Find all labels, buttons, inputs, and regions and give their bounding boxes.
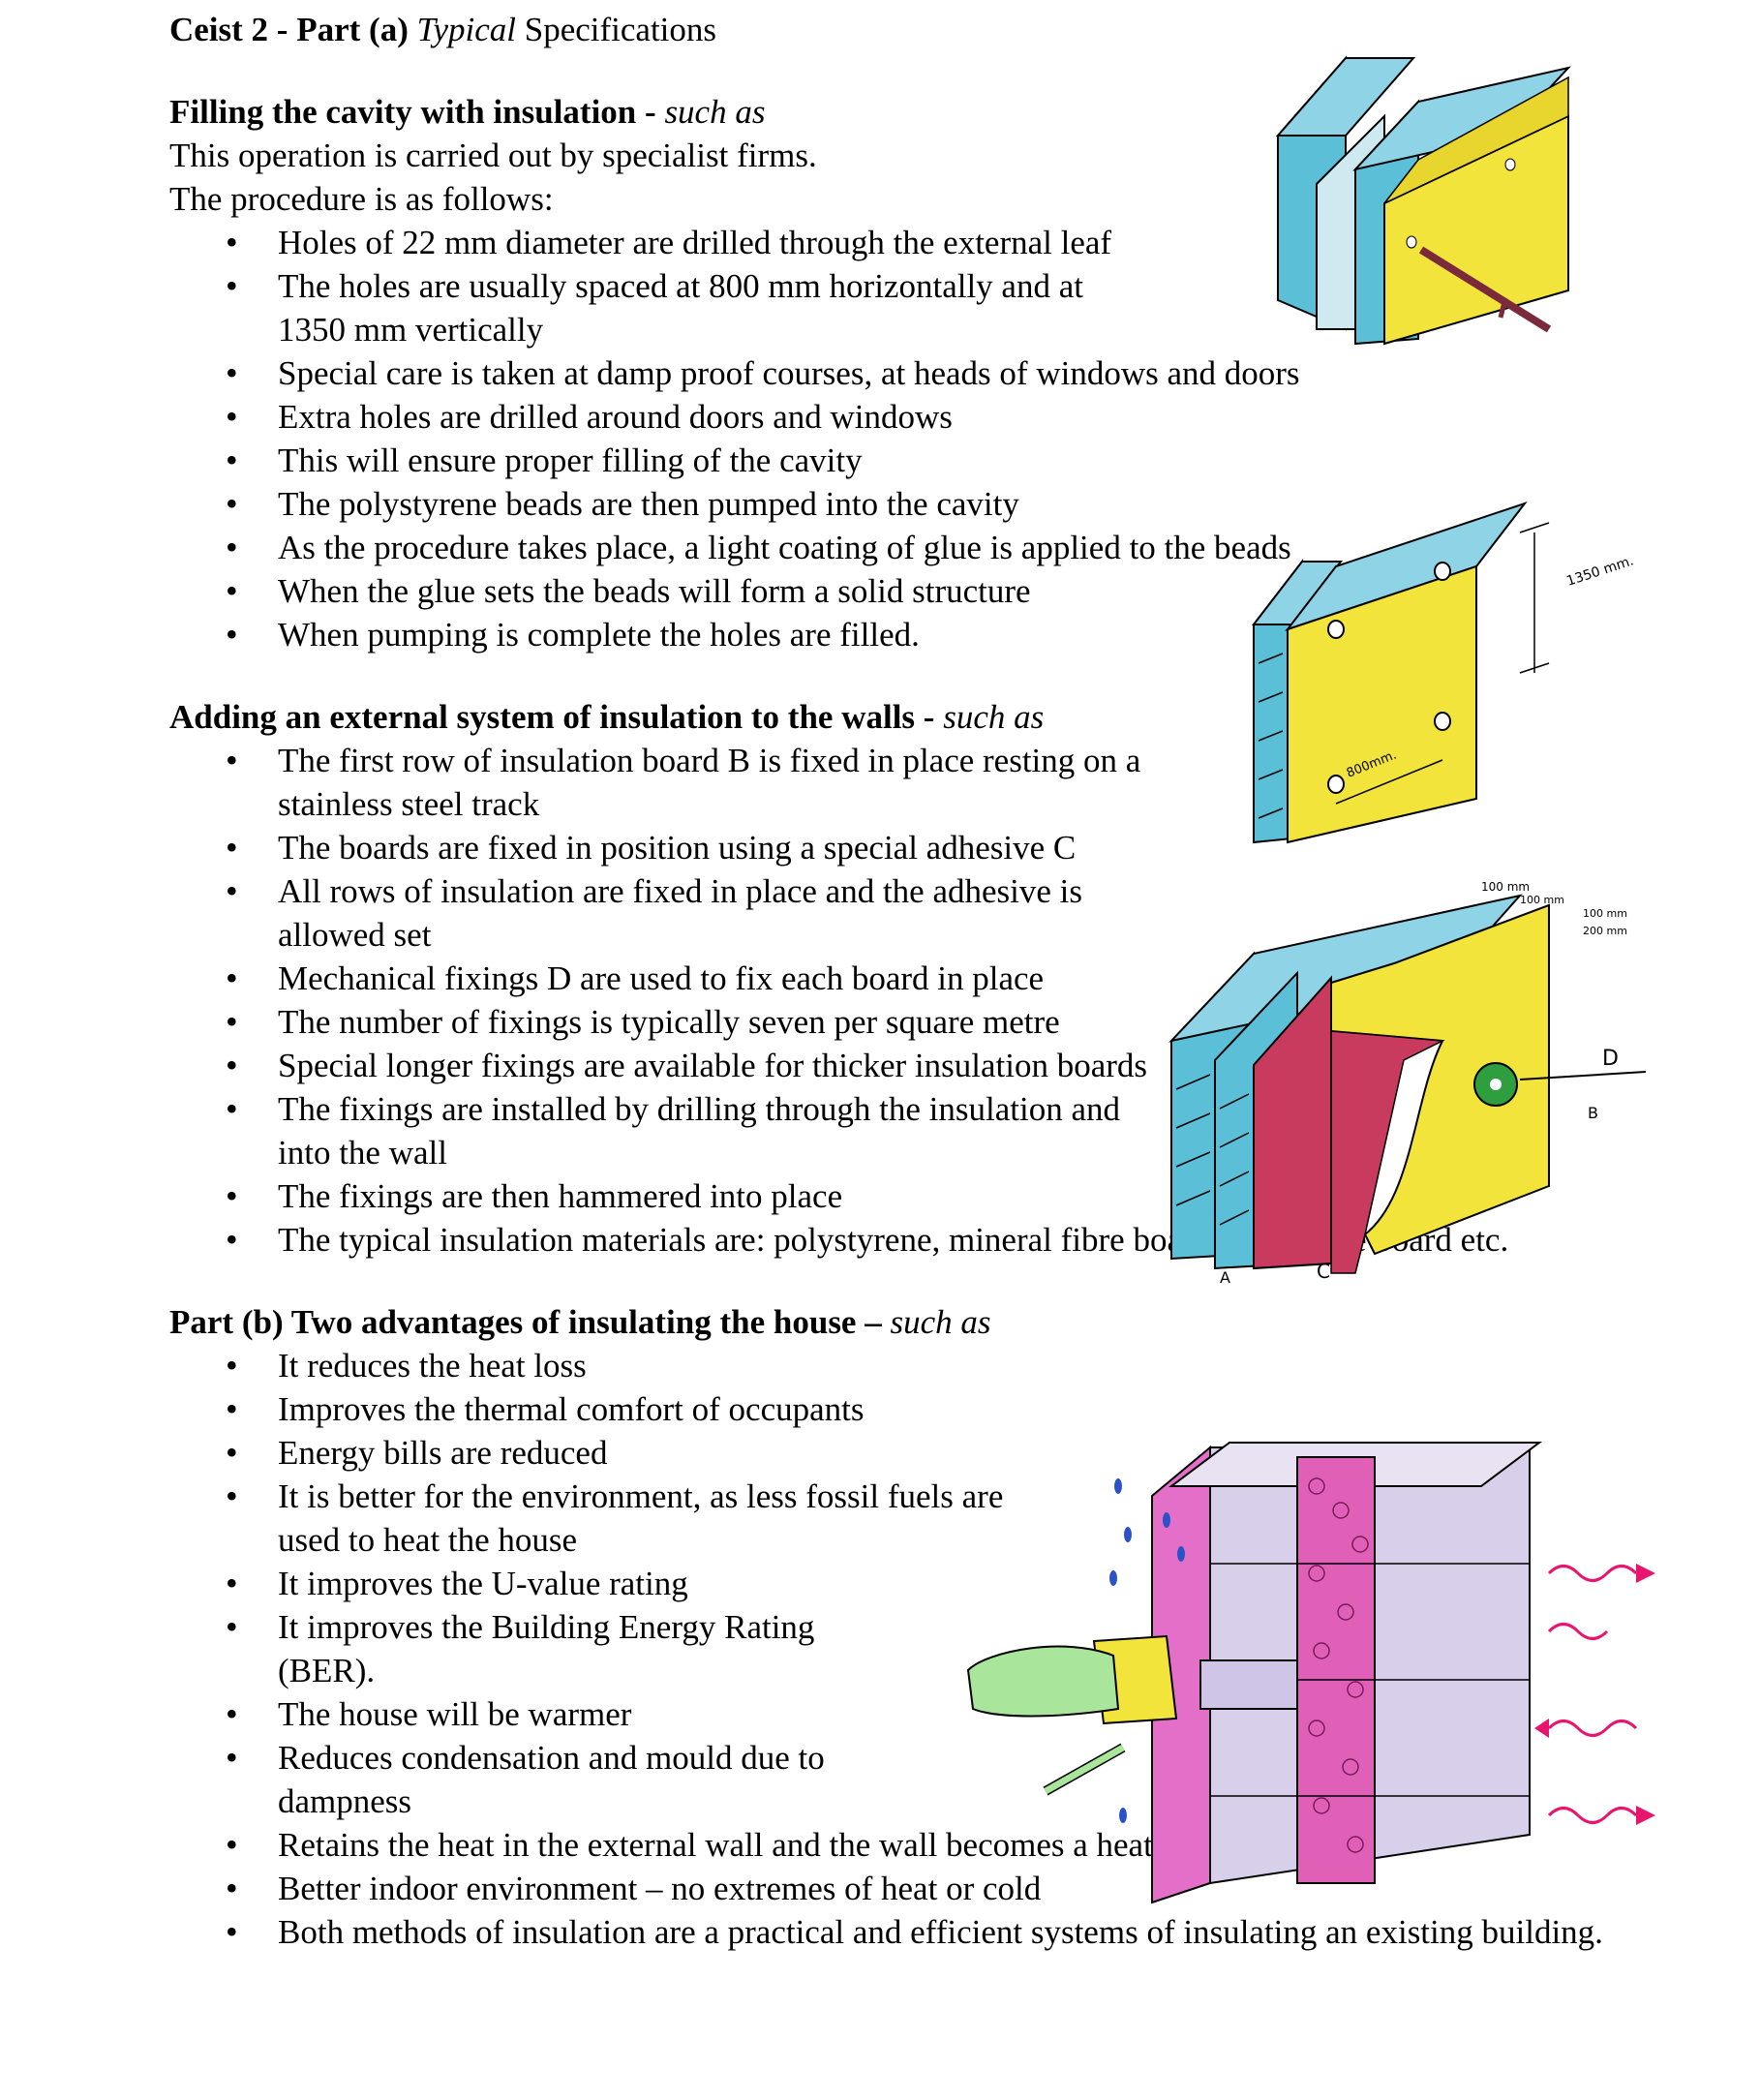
list-item: All rows of insulation are fixed in plac… <box>169 869 1130 957</box>
list-item: Both methods of insulation are a practic… <box>169 1910 1653 1954</box>
list-item: Retains the heat in the external wall an… <box>169 1823 1653 1867</box>
list-item: Special care is taken at damp proof cour… <box>169 351 1323 395</box>
dimension-label: 100 mm <box>1583 907 1627 920</box>
section-heading-cavity: Filling the cavity with insulation - suc… <box>169 93 766 131</box>
list-item: The fixings are then hammered into place <box>169 1174 1265 1218</box>
cavity-drilling-illustration <box>1275 55 1571 346</box>
list-item: The boards are fixed in position using a… <box>169 826 1265 869</box>
list-item: Reduces condensation and mould due to da… <box>169 1736 936 1823</box>
list-item: It improves the U-value rating <box>169 1562 1033 1605</box>
list-item: It reduces the heat loss <box>169 1344 1033 1387</box>
dimension-label: 200 mm <box>1583 925 1627 937</box>
list-item: Better indoor environment – no extremes … <box>169 1867 1653 1910</box>
list-item: When the glue sets the beads will form a… <box>169 569 1323 613</box>
intro-line: This operation is carried out by special… <box>169 137 817 174</box>
list-item: Mechanical fixings D are used to fix eac… <box>169 957 1265 1000</box>
list-item: As the procedure takes place, a light co… <box>169 526 1323 569</box>
section-heading-advantages: Part (b) Two advantages of insulating th… <box>169 1303 991 1341</box>
list-item: It is better for the environment, as les… <box>169 1475 1033 1562</box>
list-item: The polystyrene beads are then pumped in… <box>169 482 1323 526</box>
list-item: Energy bills are reduced <box>169 1431 1033 1475</box>
dimension-label: 100 mm <box>1520 894 1564 906</box>
page-title: Ceist 2 - Part (a) Typical Specification… <box>169 11 717 48</box>
list-item: When pumping is complete the holes are f… <box>169 613 1323 656</box>
list-item: This will ensure proper filling of the c… <box>169 439 1323 482</box>
label-b: B <box>1588 1104 1598 1122</box>
label-d: D <box>1602 1047 1619 1071</box>
list-item: The number of fixings is typically seven… <box>169 1000 1265 1044</box>
bead-injection-illustration <box>966 1442 1655 1904</box>
external-insulation-illustration: D B A C 100 mm 100 mm 100 mm 200 mm <box>1168 880 1646 1283</box>
list-item: The holes are usually spaced at 800 mm h… <box>169 264 1149 351</box>
cavity-procedure-list: Holes of 22 mm diameter are drilled thro… <box>169 221 1641 656</box>
document-text: Ceist 2 - Part (a) Typical Specification… <box>169 8 1641 1954</box>
label-a: A <box>1220 1268 1230 1283</box>
dimension-label: 1350 mm. <box>1564 553 1635 589</box>
list-item: Special longer fixings are available for… <box>169 1044 1149 1087</box>
list-item: The fixings are installed by drilling th… <box>169 1087 1149 1174</box>
list-item: It improves the Building Energy Rating (… <box>169 1605 897 1692</box>
hole-spacing-illustration: 1350 mm. 800mm. <box>1251 502 1636 844</box>
section-heading-external: Adding an external system of insulation … <box>169 698 1045 736</box>
dimension-label: 100 mm <box>1481 880 1530 894</box>
list-item: Holes of 22 mm diameter are drilled thro… <box>169 221 1323 264</box>
intro-line: The procedure is as follows: <box>169 180 554 218</box>
list-item: The house will be warmer <box>169 1692 1033 1736</box>
list-item: Extra holes are drilled around doors and… <box>169 395 1323 439</box>
list-item: The first row of insulation board B is f… <box>169 739 1188 826</box>
advantages-list: It reduces the heat loss Improves the th… <box>169 1344 1641 1954</box>
list-item: Improves the thermal comfort of occupant… <box>169 1387 1033 1431</box>
label-c: C <box>1317 1260 1330 1283</box>
